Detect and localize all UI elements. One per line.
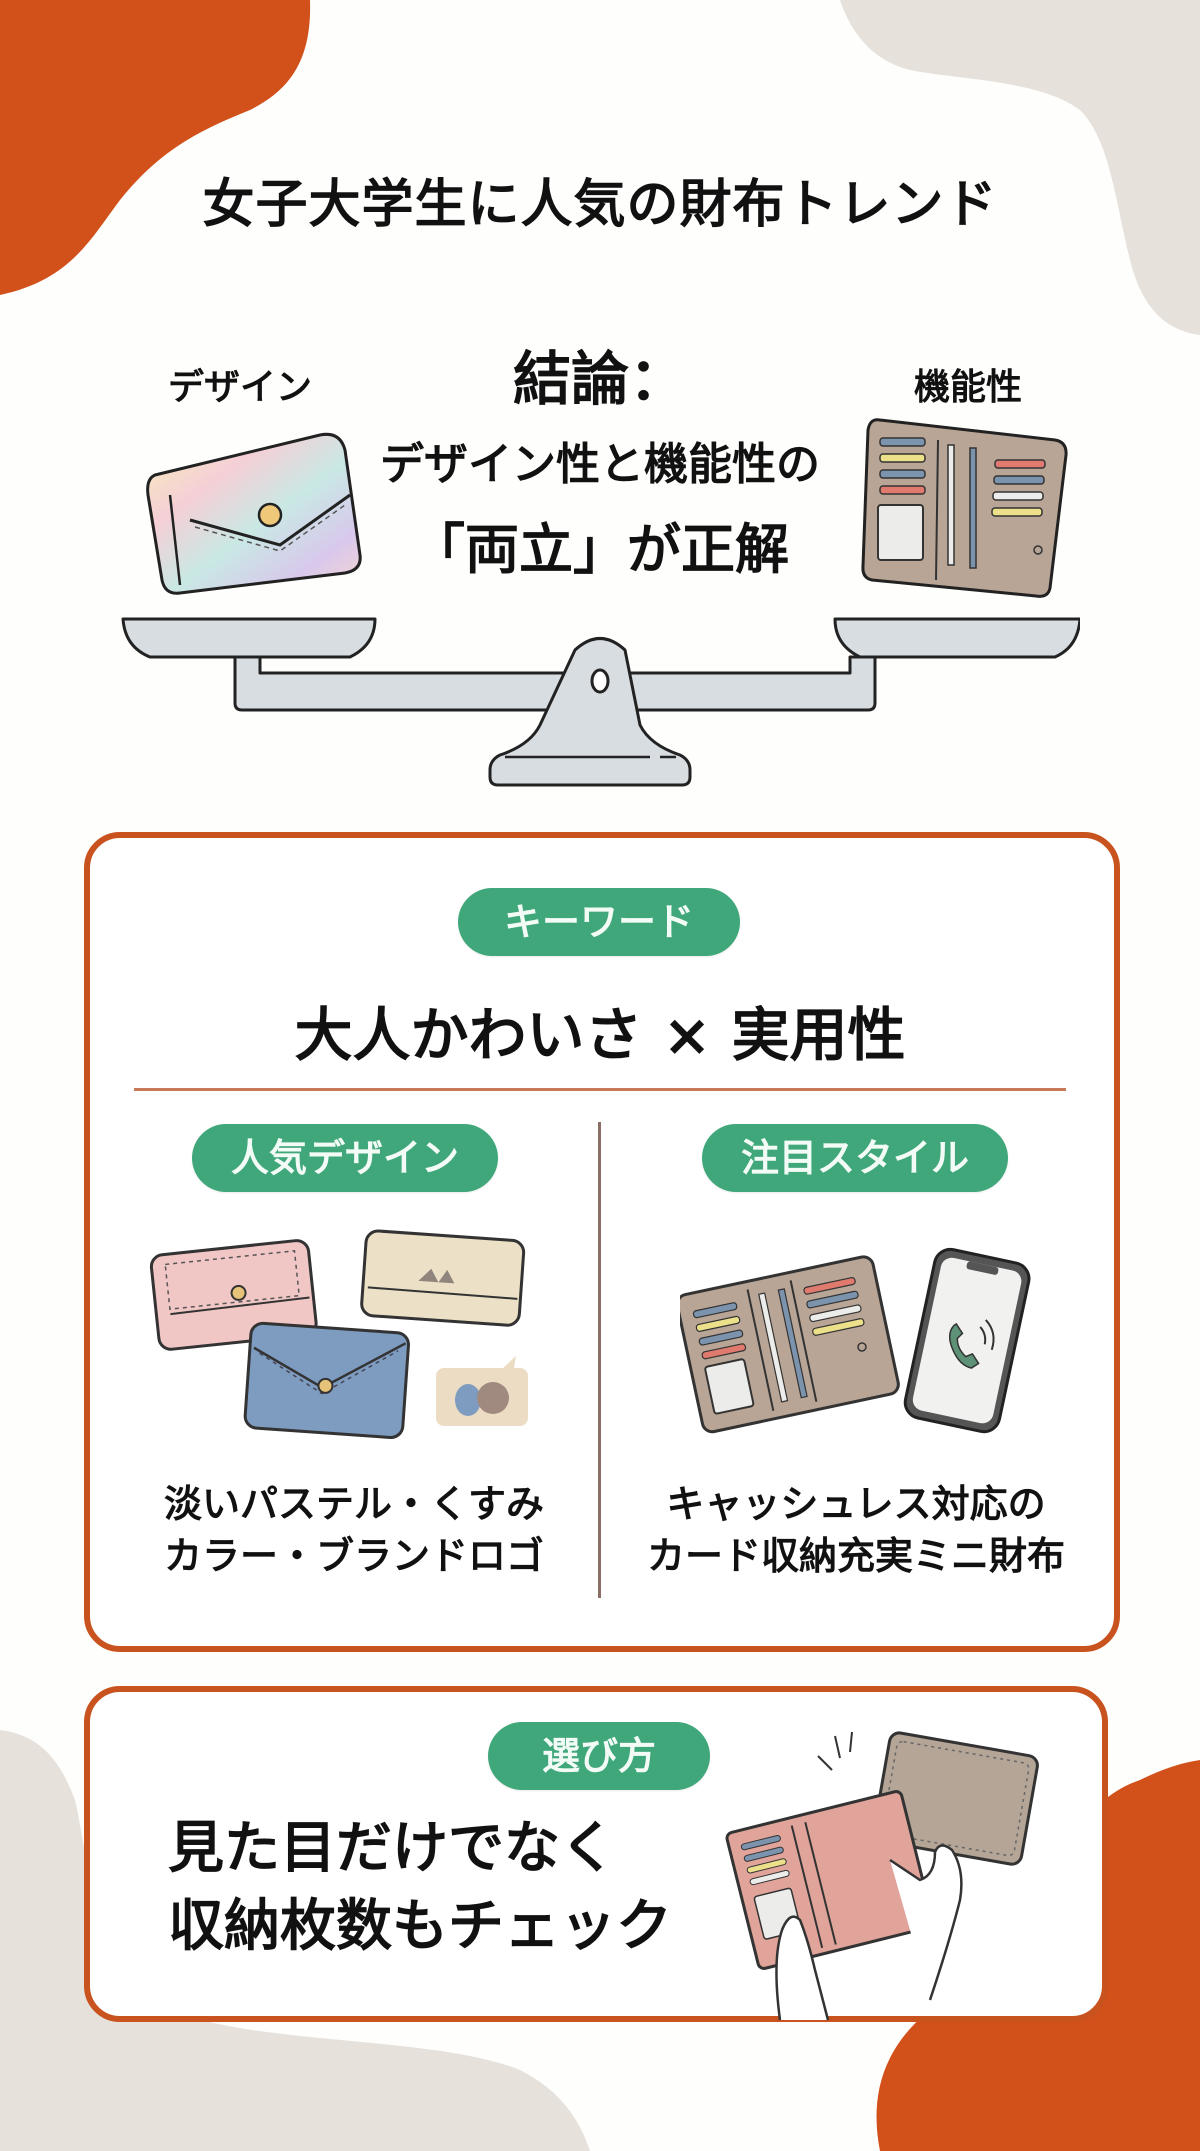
conclusion-heading: 結論： xyxy=(512,345,687,413)
design-label: デザイン xyxy=(168,367,313,408)
caption-line-1: キャッシュレス対応の xyxy=(666,1482,1046,1526)
horizontal-divider xyxy=(134,1088,1066,1091)
page-title: 女子大学生に人気の財布トレンド xyxy=(202,175,998,235)
caption-line-1: 淡いパステル・くすみ xyxy=(163,1482,544,1526)
conclusion-line-2: 「両立」が正解 xyxy=(411,518,789,581)
howto-text: 見た目だけでなく 収納枚数もチェック xyxy=(168,1810,672,1966)
popular-design-pill: 人気デザイン xyxy=(192,1124,498,1192)
orange-blob-top-left xyxy=(0,0,311,295)
functionality-label: 機能性 xyxy=(914,367,1023,408)
caption-line-2: カラー・ブランドロゴ xyxy=(163,1534,544,1578)
caption-line-2: カード収納充実ミニ財布 xyxy=(646,1534,1065,1578)
wallet-and-phone-icon xyxy=(680,1247,1031,1434)
featured-style-caption: キャッシュレス対応の カード収納充実ミニ財布 xyxy=(604,1478,1108,1582)
hands-holding-wallets-icon xyxy=(725,1731,1039,2021)
balance-scale-icon xyxy=(121,617,1080,787)
card-wallet-icon xyxy=(861,418,1068,598)
vertical-divider xyxy=(598,1122,601,1598)
keyword-main-text: 大人かわいさ × 実用性 xyxy=(294,1001,906,1069)
pastel-wallet-icon xyxy=(146,432,362,595)
keyword-card xyxy=(84,832,1120,1652)
conclusion-line-1: デザイン性と機能性の xyxy=(380,439,820,490)
howto-line-2: 収納枚数もチェック xyxy=(168,1894,672,1959)
beige-blob-bottom-left xyxy=(0,1730,590,2151)
howto-pill: 選び方 xyxy=(488,1722,710,1790)
keyword-pill: キーワード xyxy=(458,888,740,956)
popular-design-caption: 淡いパステル・くすみ カラー・ブランドロゴ xyxy=(112,1478,596,1582)
beige-blob-top-right xyxy=(840,0,1200,335)
howto-line-1: 見た目だけでなく xyxy=(168,1816,616,1881)
featured-style-pill: 注目スタイル xyxy=(702,1124,1008,1192)
pastel-wallets-icon xyxy=(149,1229,528,1439)
